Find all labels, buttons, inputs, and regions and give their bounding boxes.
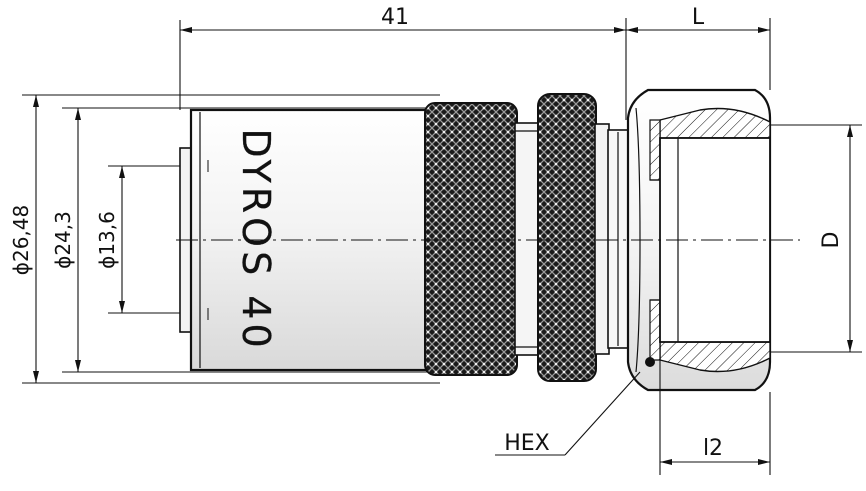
dimension-dia-mid: ϕ24,3: [51, 107, 430, 373]
hex-marker-dot: [645, 357, 655, 367]
hex-label: HEX: [504, 431, 550, 456]
dim-dia-outer-label: ϕ26,48: [9, 205, 33, 275]
dim-dia-mid-label: ϕ24,3: [51, 211, 75, 269]
dim-l2-label: l2: [703, 436, 723, 461]
dimension-dia-bore: ϕ13,6: [95, 165, 218, 314]
hex-callout: HEX: [495, 371, 641, 456]
dim-dia-bore-label: ϕ13,6: [95, 211, 119, 269]
dimension-l2: l2: [659, 342, 771, 475]
dimension-41: 41: [179, 5, 627, 120]
dim-D-label: D: [819, 232, 844, 249]
dim-L-label: L: [692, 5, 705, 30]
dimension-L: L: [626, 5, 771, 90]
body-marking: DYROS 40: [234, 128, 278, 351]
dim-41-label: 41: [381, 5, 409, 30]
knurled-ring-front: [424, 102, 518, 376]
dimension-dia-outer: ϕ26,48: [9, 94, 440, 384]
dimension-D: D: [770, 124, 862, 353]
knurled-ring-rear: [537, 93, 597, 382]
